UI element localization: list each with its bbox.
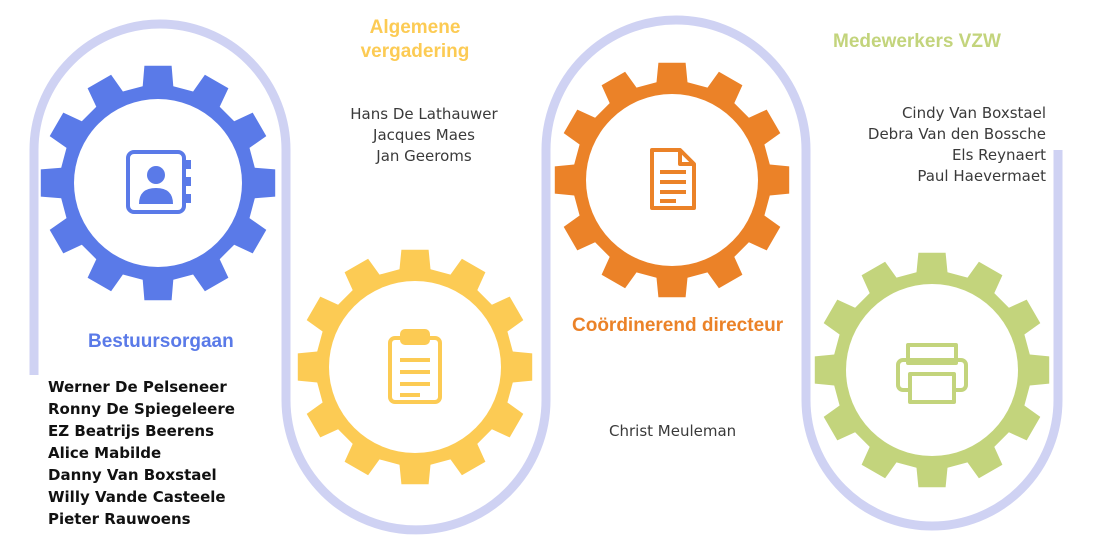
member-name: Werner De Pelseneer [48,378,227,396]
document-icon [650,148,696,210]
title-coordinerend-directeur: Coördinerend directeur [572,315,784,336]
title-algemene-vergadering: Algemene vergadering [340,16,490,64]
title-medewerkers-vzw: Medewerkers VZW [833,31,1001,52]
member-name: Christ Meuleman [609,422,737,440]
gear-hole [329,281,501,453]
title-line: vergadering [360,41,470,62]
member-name: Paul Haevermaet [917,167,1046,185]
contact-book-icon [126,150,191,214]
member-name: Jacques Maes [373,126,475,144]
member-name: Danny Van Boxstael [48,466,217,484]
title-line: Algemene [369,17,461,38]
members-algemene-vergadering: Hans De Lathauwer Jacques Maes Jan Geero… [334,104,514,167]
member-name: Cindy Van Boxstael [901,104,1046,122]
serpentine-track [29,15,1063,535]
member-name: Willy Vande Casteele [48,488,226,506]
member-name: Els Reynaert [951,146,1046,164]
member-name: Pieter Rauwoens [48,510,191,528]
members-bestuursorgaan: Werner De Pelseneer Ronny De Spiegeleere… [48,376,235,530]
member-name: Ronny De Spiegeleere [48,400,235,418]
clipboard-icon [388,329,442,404]
member-name: Hans De Lathauwer [350,105,498,123]
printer-icon [896,343,968,404]
members-medewerkers-vzw: Cindy Van Boxstael Debra Van den Bossche… [836,103,1046,187]
gear-hole [846,284,1018,456]
members-coordinerend-directeur: Christ Meuleman [609,421,736,442]
member-name: Jan Geeroms [376,147,472,165]
member-name: EZ Beatrijs Beerens [48,422,215,440]
member-name: Alice Mabilde [48,444,162,462]
member-name: Debra Van den Bossche [867,125,1046,143]
title-bestuursorgaan: Bestuursorgaan [88,331,234,352]
